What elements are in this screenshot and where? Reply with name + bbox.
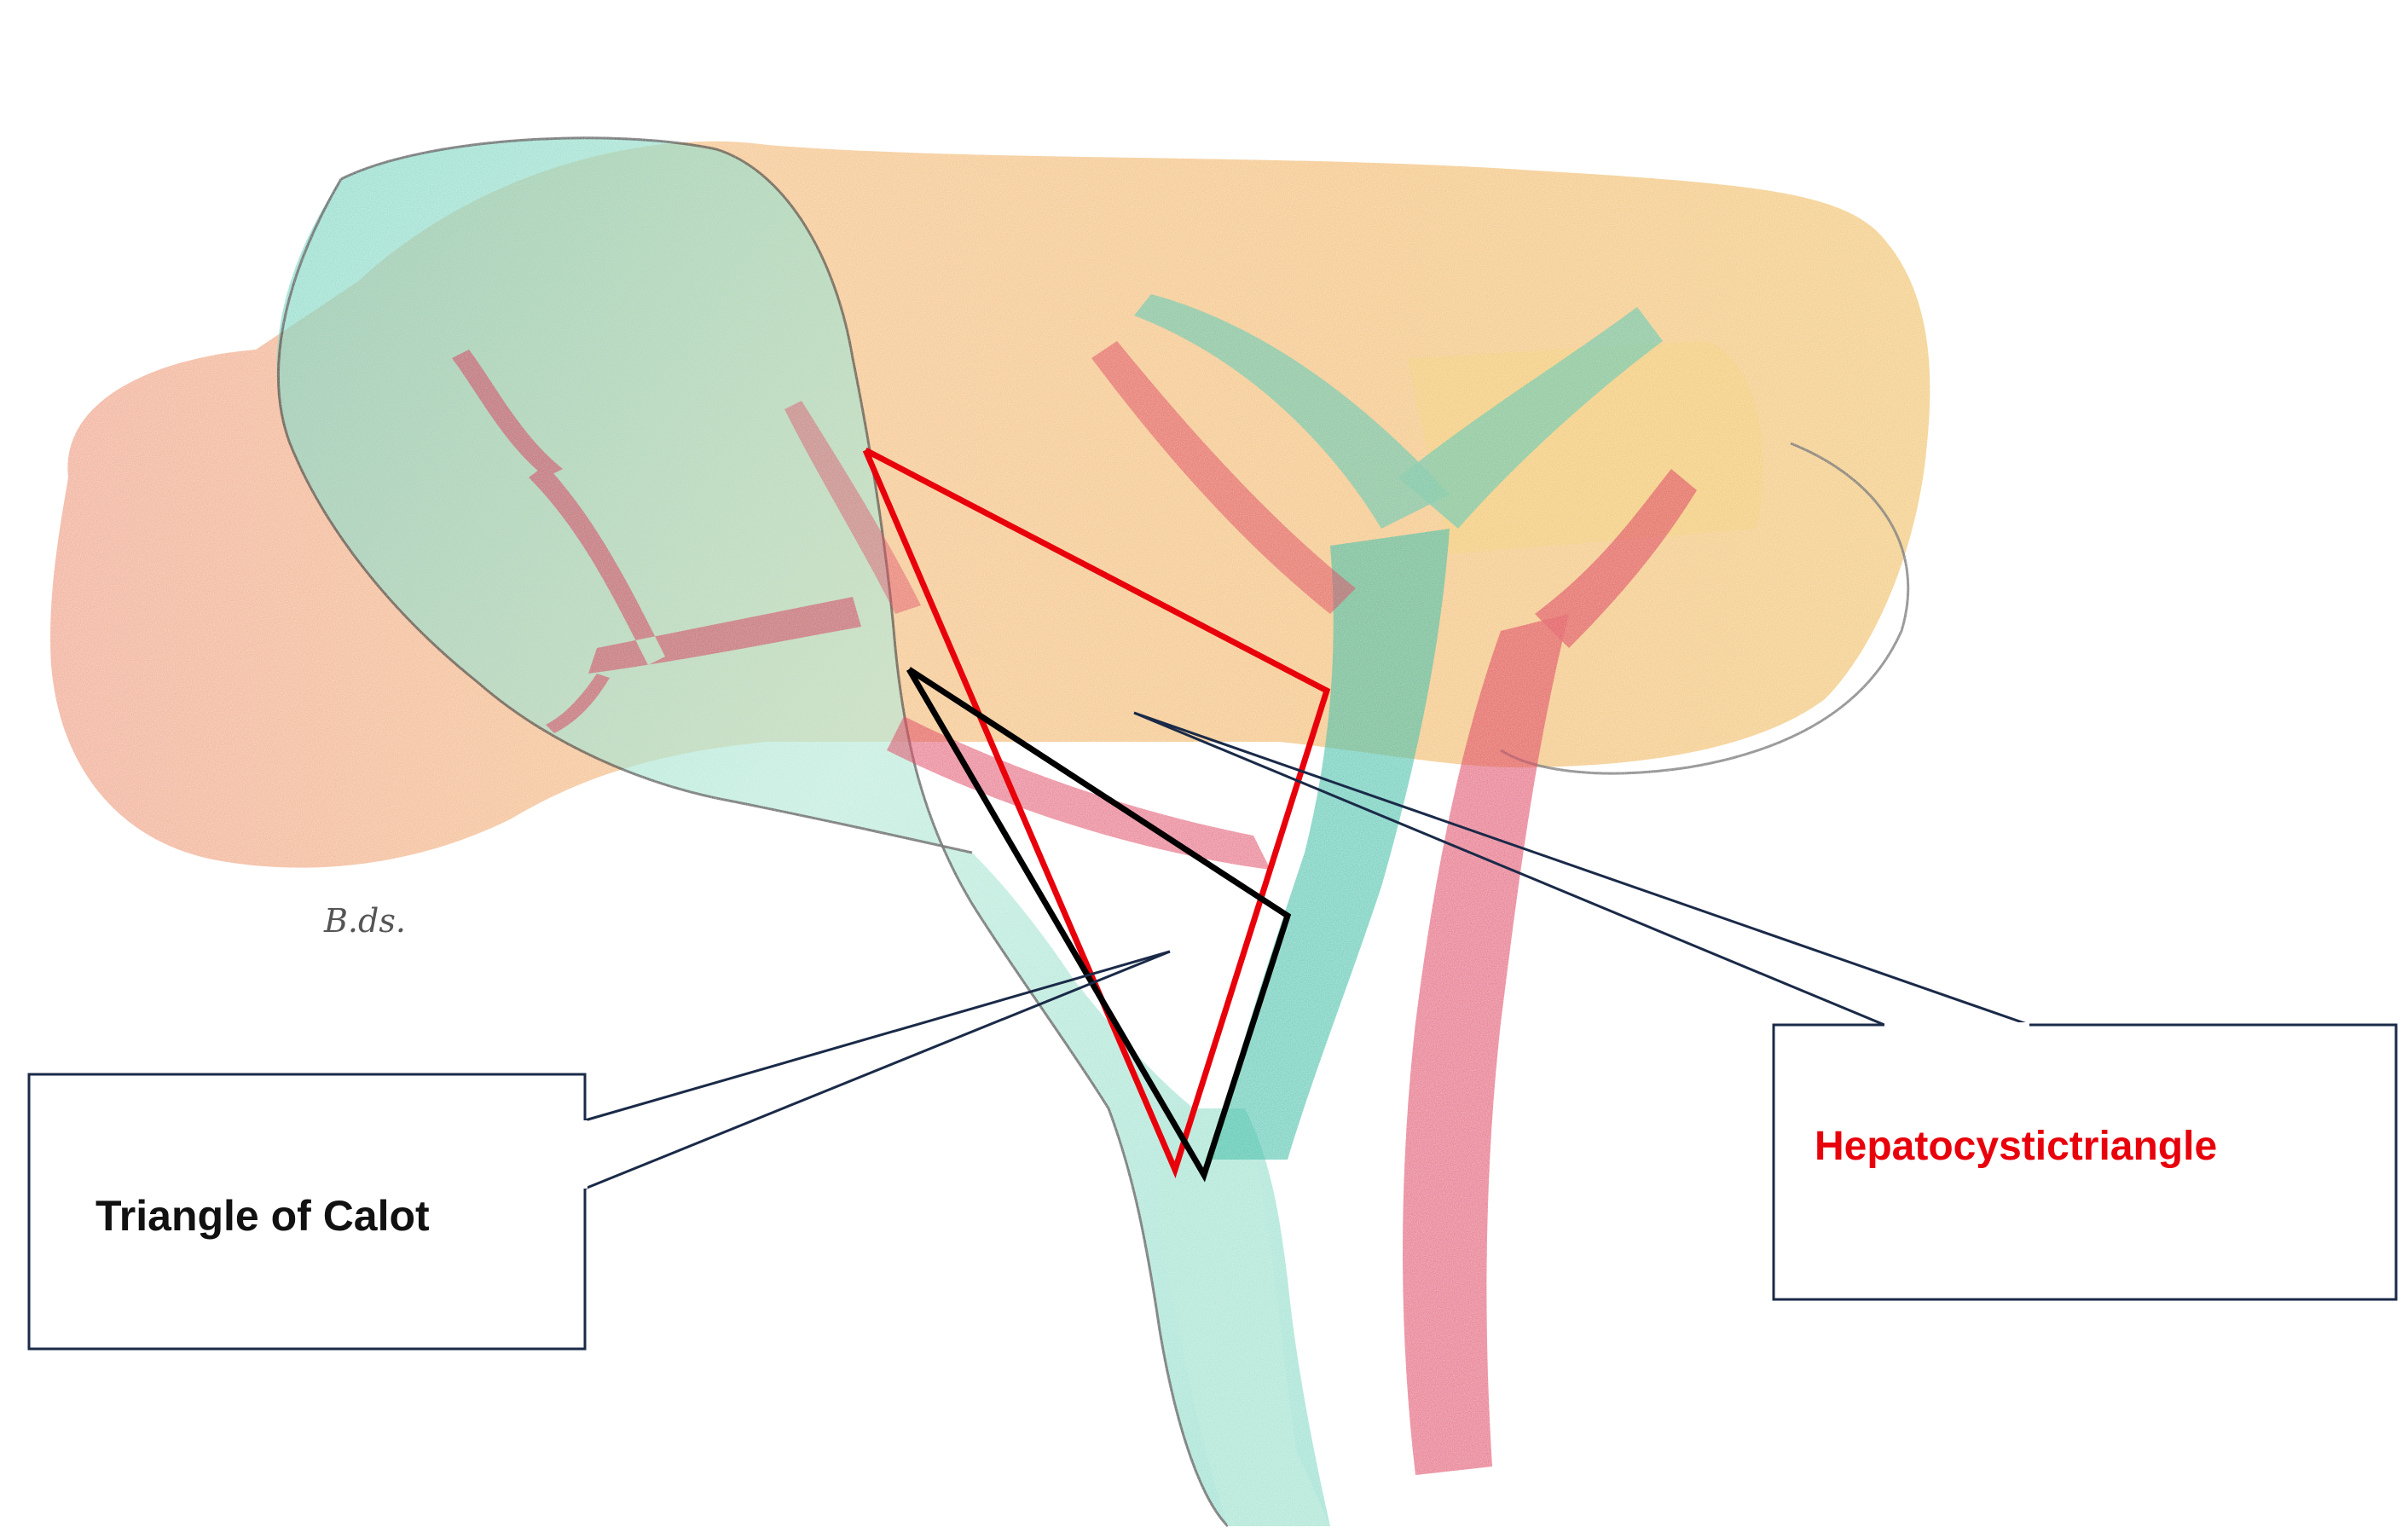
common-bile-duct	[1160, 1108, 1330, 1526]
cystic-artery-upper	[784, 401, 921, 614]
right-hepatic-duct	[1398, 307, 1663, 529]
hepatocystic-label: Hepatocystictriangle	[1815, 1124, 2217, 1169]
calot-label: Triangle of Calot	[96, 1192, 430, 1240]
left-hepatic-artery	[1091, 341, 1356, 614]
hepatic-arteries	[452, 341, 1697, 1475]
calot-triangle-outline	[906, 667, 1292, 1183]
right-hepatic-artery	[1535, 469, 1697, 648]
liver-edge-right	[1500, 442, 1910, 775]
hepatocystic-callout-box: Hepatocystictriangle	[1772, 1022, 2398, 1301]
common-hepatic-duct	[1211, 529, 1450, 1160]
calot-callout-box: Triangle of Calot	[27, 1073, 588, 1351]
gallbladder-artery-branch	[452, 350, 861, 733]
artist-signature: B.ds.	[323, 902, 406, 940]
cystic-artery	[887, 716, 1271, 870]
left-hepatic-duct	[1134, 294, 1450, 529]
hepatocystic-leader-lines	[1133, 711, 2030, 1027]
hepatocystic-triangle-outline	[862, 447, 1331, 1179]
proper-hepatic-artery	[1403, 614, 1569, 1475]
gallbladder-outline	[340, 136, 1230, 1528]
hepatic-ducts	[1134, 294, 1663, 1160]
calot-leader-lines	[584, 950, 1171, 1190]
